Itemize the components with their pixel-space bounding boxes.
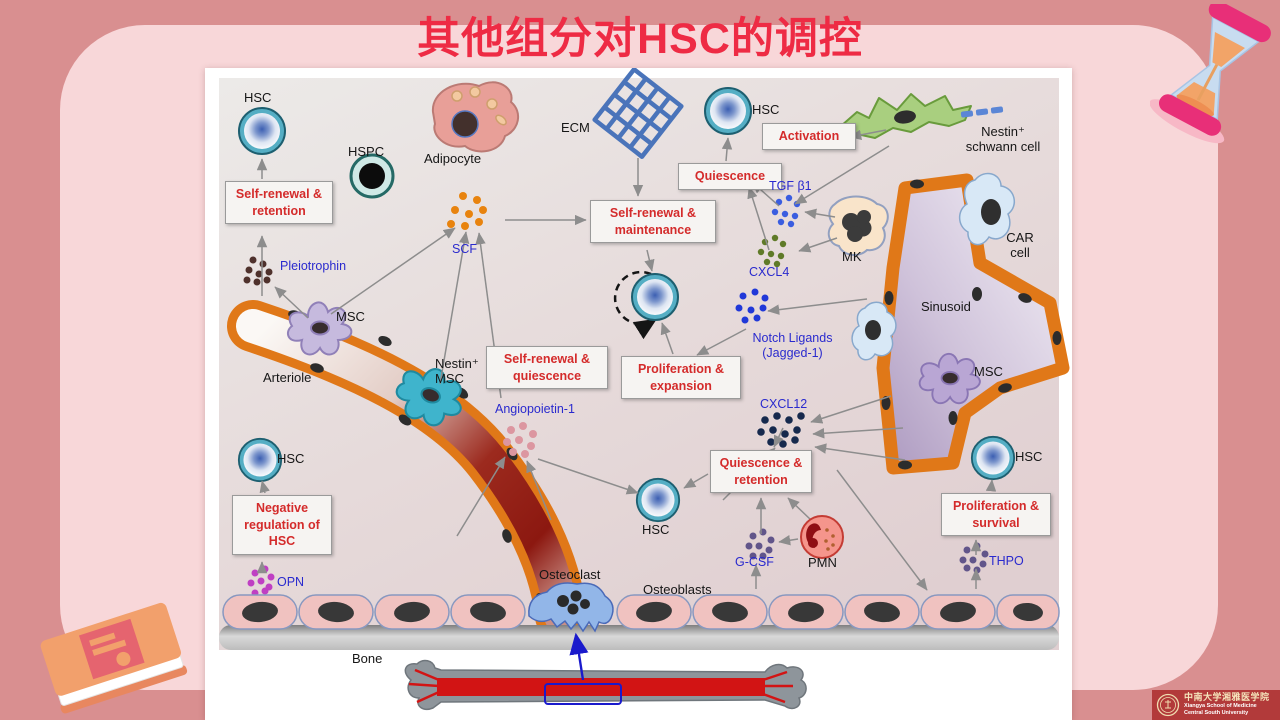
label-scf: SCF xyxy=(452,242,477,256)
angiopoietin-dots xyxy=(503,422,537,458)
university-name-en1: Xiangya School of Medicine xyxy=(1184,703,1257,710)
osteoclast-cell xyxy=(528,582,614,633)
hsc-niche-diagram: Self-renewal & retention Activation Quie… xyxy=(205,68,1072,720)
label-pmn: PMN xyxy=(808,555,837,570)
label-hsc-right: HSC xyxy=(1015,449,1043,464)
bone-surface xyxy=(219,625,1059,650)
bone-osteoclast-arrow xyxy=(569,632,589,681)
label-angiopoietin: Angiopoietin-1 xyxy=(495,402,575,416)
hsc-cell-top-center xyxy=(704,87,752,135)
process-activation: Activation xyxy=(762,123,856,150)
label-osteoblasts: Osteoblasts xyxy=(643,582,712,597)
process-self-renewal-maintenance: Self-renewal & maintenance xyxy=(590,200,716,243)
label-hsc-top-left: HSC xyxy=(244,90,272,105)
label-opn: OPN xyxy=(277,575,305,589)
osteoblast-row xyxy=(222,594,1060,630)
adipocyte-cell xyxy=(431,81,520,153)
label-hsc-top-center: HSC xyxy=(752,102,780,117)
hsc-cell-top-left xyxy=(238,107,286,155)
book-icon xyxy=(40,602,188,714)
label-msc-left: MSC xyxy=(336,309,365,324)
gcsf-dots xyxy=(745,528,775,560)
label-msc-right: MSC xyxy=(974,364,1003,379)
label-hspc: HSPC xyxy=(348,144,385,159)
label-thpo: THPO xyxy=(989,554,1024,568)
process-self-renewal-quiescence: Self-renewal & quiescence xyxy=(486,346,608,389)
label-nestin-schwann-cell: Nestin⁺ schwann cell xyxy=(965,124,1041,155)
process-quiescence: Quiescence xyxy=(678,163,782,190)
label-nestin-msc: Nestin⁺ MSC xyxy=(435,356,479,387)
label-notch-ligands: Notch Ligands (Jagged-1) xyxy=(752,331,833,360)
label-adipocyte: Adipocyte xyxy=(424,151,482,166)
university-name-en2: Central South University xyxy=(1184,709,1249,716)
self-renewal-loop xyxy=(613,270,658,340)
hsc-cell-bottom-center xyxy=(635,477,681,523)
label-bone: Bone xyxy=(352,651,383,666)
cxcl12-dots xyxy=(757,412,805,448)
label-gcsf: G-CSF xyxy=(735,555,774,569)
bone-highlight-box xyxy=(544,683,622,705)
label-sinusoid: Sinusoid xyxy=(921,299,971,314)
notch-ligand-dots xyxy=(735,288,769,324)
university-emblem-icon xyxy=(1156,693,1180,717)
label-hsc-bottom-center: HSC xyxy=(642,522,670,537)
label-cxcl4: CXCL4 xyxy=(749,265,790,279)
scf-dots xyxy=(447,192,487,230)
label-ecm: ECM xyxy=(561,120,590,135)
label-arteriole: Arteriole xyxy=(263,370,312,385)
process-proliferation-survival: Proliferation & survival xyxy=(941,493,1051,536)
process-quiescence-retention: Quiescence & retention xyxy=(710,450,812,493)
label-pleiotrophin: Pleiotrophin xyxy=(280,259,347,273)
long-bone xyxy=(404,632,807,710)
page-title: 其他组分对HSC的调控 xyxy=(417,15,863,63)
ecm-matrix xyxy=(592,68,684,159)
hsc-cell-right xyxy=(970,435,1016,481)
label-tgf-b1: TGF β1 xyxy=(769,179,812,193)
process-proliferation-expansion: Proliferation & expansion xyxy=(621,356,741,399)
process-self-renewal-retention: Self-renewal & retention xyxy=(225,181,333,224)
regulation-arrows xyxy=(256,129,997,610)
car-cell-left xyxy=(851,301,897,361)
hspc-cell xyxy=(349,153,395,199)
label-mk: MK xyxy=(842,249,862,264)
label-hsc-left: HSC xyxy=(277,451,305,466)
pmn-cell xyxy=(800,515,844,559)
hourglass-icon xyxy=(1150,4,1271,144)
university-name-cn: 中南大学湘雅医学院 xyxy=(1184,692,1270,703)
megakaryocyte-cell xyxy=(827,195,889,256)
process-negative-regulation: Negative regulation of HSC xyxy=(232,495,332,555)
pleiotrophin-dots xyxy=(243,256,273,286)
university-logo: 中南大学湘雅医学院 Xiangya School of Medicine Cen… xyxy=(1152,690,1280,720)
label-cxcl12: CXCL12 xyxy=(760,397,808,411)
schwann-cell xyxy=(840,93,1004,139)
hsc-cell-middle xyxy=(631,273,679,321)
hsc-cell-left xyxy=(237,437,283,483)
car-cell-top xyxy=(958,172,1016,246)
label-car-cell: CAR cell xyxy=(1006,230,1034,261)
label-osteoclast: Osteoclast xyxy=(539,567,601,582)
university-name: 中南大学湘雅医学院 Xiangya School of Medicine Cen… xyxy=(1184,693,1270,716)
